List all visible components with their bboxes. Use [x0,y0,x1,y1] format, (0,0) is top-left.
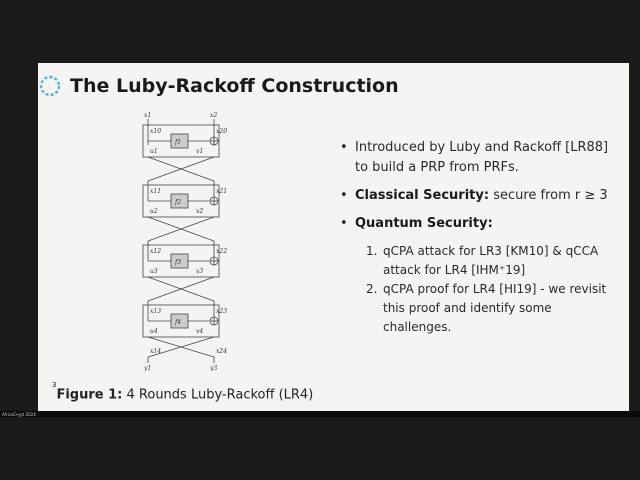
svg-text:x24: x24 [216,348,227,355]
svg-text:u3: u3 [150,268,158,275]
bullet-item: •Classical Security: secure from r ≥ 3 [340,188,608,203]
svg-text:x14: x14 [150,348,161,355]
sub-item: 1.qCPA attack for LR3 [KM10] & qCCA atta… [366,244,599,277]
svg-text:x22: x22 [216,248,227,255]
input-x2: x2 [210,112,217,119]
slide-title: The Luby-Rackoff Construction [70,75,399,97]
svg-text:v3: v3 [196,268,203,275]
svg-text:x13: x13 [150,308,161,315]
footer-tag: AfricaCrypt 2024 [2,412,36,417]
svg-text:f2: f2 [174,199,181,206]
svg-text:v4: v4 [196,328,203,335]
bullet-list: •Introduced by Luby and Rackoff [LR88] t… [340,138,610,337]
figure-caption: 3Figure 1: 4 Rounds Luby-Rackoff (LR4) [52,381,314,403]
svg-text:v2: v2 [196,208,203,215]
output-y1: y1 [143,365,151,371]
svg-text:x11: x11 [150,188,161,195]
slide: The Luby-Rackoff Construction [38,63,629,411]
svg-text:f1: f1 [174,139,181,146]
svg-text:u4: u4 [150,328,158,335]
svg-text:x12: x12 [150,248,161,255]
svg-text:x10: x10 [150,128,161,135]
svg-text:u1: u1 [150,148,158,155]
svg-text:x23: x23 [216,308,227,315]
sub-item: 2.qCPA proof for LR4 [HI19] - we revisit… [366,282,607,334]
svg-text:x21: x21 [216,188,227,195]
logo-icon [39,75,61,97]
svg-text:f4: f4 [174,319,181,326]
input-x1: x1 [144,112,151,119]
svg-text:u2: u2 [150,208,158,215]
output-y3: y3 [209,365,217,371]
svg-text:f3: f3 [174,259,181,266]
luby-rackoff-diagram: x1 x2 x10 x20 u1 v1 f1 x11 x21 u2 v2 f2 … [142,112,227,371]
bullet-item: •Introduced by Luby and Rackoff [LR88] t… [340,140,609,175]
svg-text:v1: v1 [196,148,203,155]
svg-text:x20: x20 [216,128,227,135]
bullet-item: •Quantum Security: [340,216,493,231]
footer-bar [0,411,640,417]
